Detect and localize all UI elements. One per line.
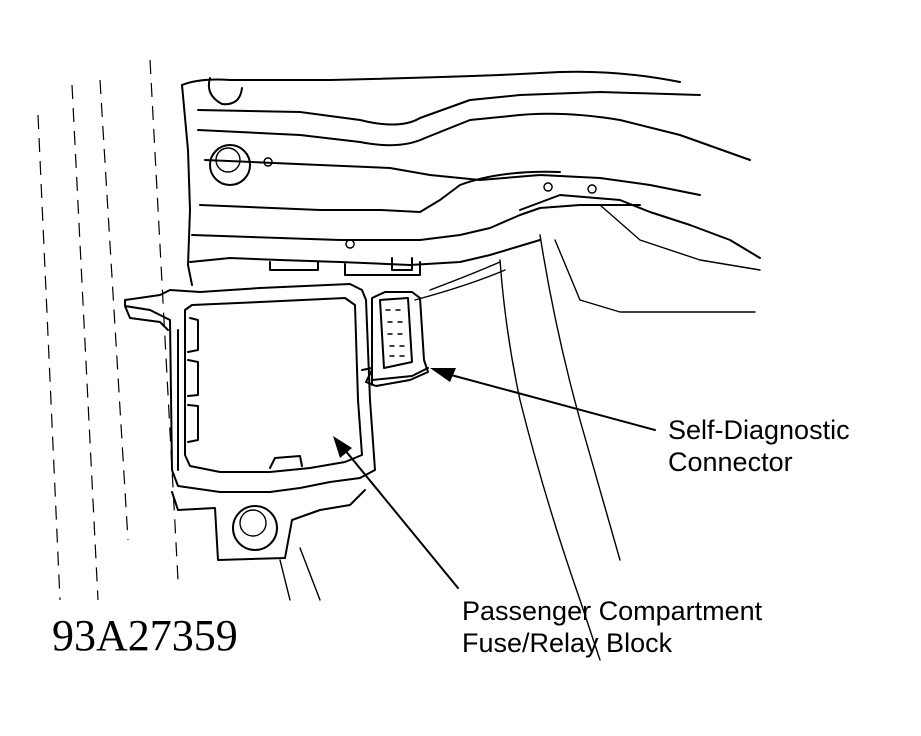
self-diagnostic-label-line2: Connector — [668, 447, 793, 477]
lower-mount — [171, 489, 366, 601]
leader-arrow-fuse-block — [333, 436, 459, 589]
self-diagnostic-connector — [365, 291, 429, 387]
fuse-relay-label-line1: Passenger Compartment — [462, 596, 763, 626]
self-diagnostic-label: Self-Diagnostic Connector — [668, 414, 850, 478]
leader-arrow-connector — [430, 368, 656, 431]
figure-id: 93A27359 — [52, 611, 238, 660]
pillar-dashed-edges — [37, 59, 179, 601]
fuse-relay-label: Passenger Compartment Fuse/Relay Block — [462, 595, 762, 659]
dashboard-structure — [181, 70, 761, 286]
self-diagnostic-label-line1: Self-Diagnostic — [668, 415, 850, 445]
fuse-relay-block — [124, 283, 376, 493]
upper-bolt — [209, 144, 251, 186]
fuse-relay-label-line2: Fuse/Relay Block — [462, 628, 673, 658]
